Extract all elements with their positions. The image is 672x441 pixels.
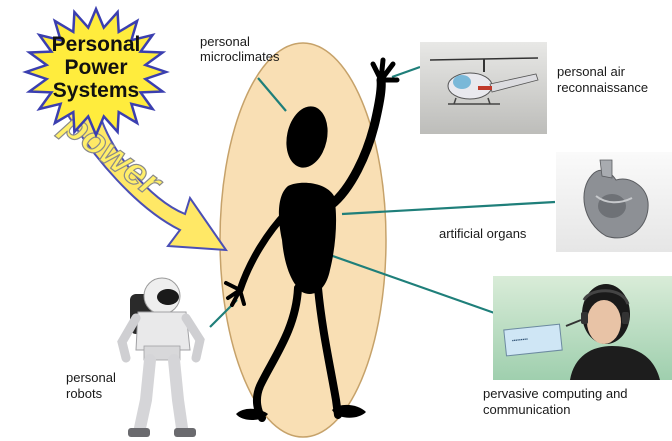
label-computing-1: pervasive computing and	[483, 386, 628, 401]
artificial-heart-photo	[556, 152, 672, 252]
label-computing-2: communication	[483, 402, 570, 417]
helicopter-photo	[420, 42, 547, 134]
label-microclimates-1: personal	[200, 34, 250, 49]
personal-power-systems-starburst: Personal Power Systems	[26, 9, 166, 135]
person-with-headset-photo: ▪▪▪▪▪▪▪▪▪	[493, 276, 672, 380]
label-organs: artificial organs	[439, 226, 527, 241]
starburst-line1: Personal	[52, 33, 141, 56]
label-robots-2: robots	[66, 386, 103, 401]
humanoid-robot-photo	[122, 278, 200, 437]
connector-helicopter	[392, 67, 420, 77]
label-robots-1: personal	[66, 370, 116, 385]
label-air-2: reconnaissance	[557, 80, 648, 95]
starburst-line3: Systems	[53, 79, 139, 102]
starburst-line2: Power	[64, 56, 127, 79]
label-microclimates-2: microclimates	[200, 49, 280, 64]
label-air-1: personal air	[557, 64, 626, 79]
